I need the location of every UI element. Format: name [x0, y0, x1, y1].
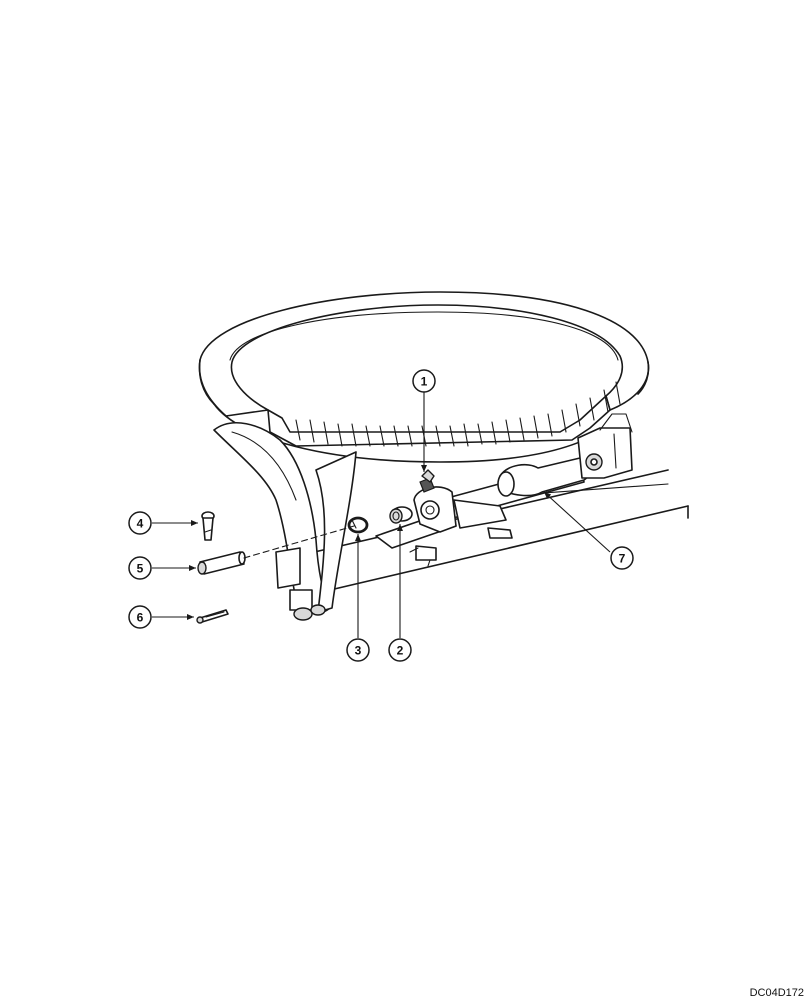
callout-1: 1	[412, 369, 436, 393]
callout-6-label: 6	[137, 611, 144, 625]
callout-3: 3	[346, 638, 370, 662]
callout-7: 7	[610, 546, 634, 570]
callout-1-label: 1	[421, 375, 428, 389]
callout-2-label: 2	[397, 644, 404, 658]
clevis-pin-part	[201, 511, 215, 541]
grease-fitting-part	[419, 469, 435, 493]
swing-lock-lever	[213, 422, 357, 621]
callout-3-label: 3	[355, 644, 362, 658]
cotter-pin-part	[196, 609, 229, 624]
callout-4: 4	[128, 511, 152, 535]
callout-6: 6	[128, 605, 152, 629]
callout-4-label: 4	[137, 517, 144, 531]
swing-ring-gear	[198, 291, 650, 463]
callout-leaders	[152, 392, 611, 638]
callout-7-label: 7	[619, 552, 626, 566]
snap-ring-part	[347, 516, 369, 534]
bushing-part	[389, 506, 413, 524]
figure-reference-code: DC04D172	[750, 987, 804, 999]
callout-5-label: 5	[137, 562, 144, 576]
callout-2: 2	[388, 638, 412, 662]
pivot-bracket	[375, 486, 513, 567]
callout-5: 5	[128, 556, 152, 580]
pin-part	[197, 551, 246, 575]
